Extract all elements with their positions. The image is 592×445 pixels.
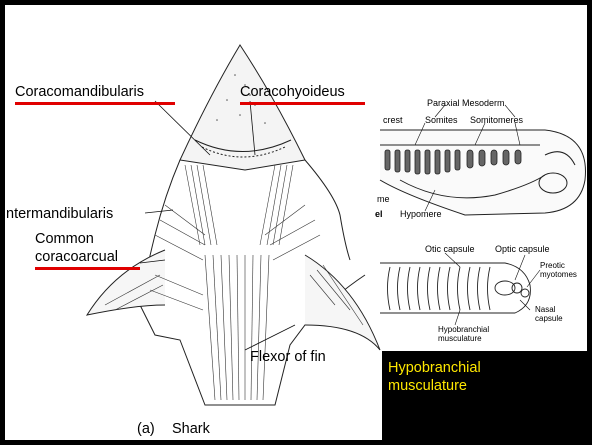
- label-hypobranchial-musculature-small: Hypobranchial musculature: [438, 325, 489, 343]
- caption-box: Hypobranchial musculature: [382, 351, 587, 440]
- label-otic-capsule-text: Otic capsule: [425, 245, 475, 254]
- label-preotic-myotomes: Preotic myotomes: [540, 261, 577, 279]
- slide: Coracomandibularis Coracohyoideus Interm…: [5, 5, 587, 440]
- label-nasal-capsule: Nasal capsule: [535, 305, 563, 323]
- label-optic-capsule: Optic capsule: [495, 245, 550, 254]
- caption-text: Hypobranchial musculature: [388, 359, 481, 395]
